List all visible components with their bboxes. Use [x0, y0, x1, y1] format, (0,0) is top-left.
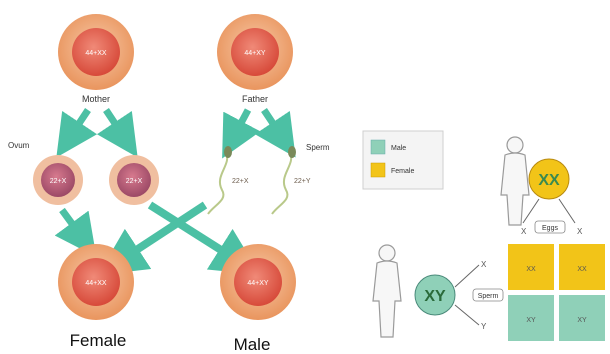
ovum1-genotype: 22+X [50, 178, 67, 185]
grid-text-0-0: XX [526, 266, 536, 273]
sperm1-genotype: 22+X [232, 178, 249, 185]
father-chromosome-cell: XY [414, 274, 456, 316]
punnett-square-diagram: Male Female XX Eggs X X XY X Y Sperm [362, 130, 607, 343]
ovum-1: 22+X [33, 155, 83, 205]
mother-genotype: 44+XX [85, 50, 107, 57]
sperm-connector-bottom [454, 304, 480, 326]
sperm-x-mark: X [481, 260, 487, 269]
legend-male-label: Male [391, 145, 406, 152]
mother-cell: 44+XX [58, 14, 134, 90]
grid-cell-0-0 [506, 242, 556, 292]
egg-connector-left [522, 198, 540, 224]
sperm2-genotype: 22+Y [294, 178, 311, 185]
legend-female-label: Female [391, 168, 414, 175]
arrow-father-sperm2 [254, 108, 296, 158]
female-caption: Female [70, 331, 127, 350]
father-chromosomes: XY [424, 288, 446, 305]
arrow-mother-ovum1 [56, 108, 98, 158]
legend-female-swatch [370, 162, 386, 178]
mother-chromosomes: XX [538, 172, 560, 189]
grid-text-0-1: XX [577, 266, 587, 273]
arrow-father-sperm1 [222, 108, 261, 159]
egg-label-box: Eggs [534, 220, 566, 234]
egg-x-right: X [577, 227, 583, 236]
arrow-ovum1-female [54, 207, 97, 257]
sperm-connector-top [454, 264, 480, 288]
ovum-label: Ovum [8, 141, 30, 150]
sperm-label-right: Sperm [478, 293, 499, 300]
father-cell: 44+XY [217, 14, 293, 90]
sperm-label: Sperm [306, 143, 330, 152]
mother-chromosome-cell: XX [528, 158, 570, 200]
female-child-genotype: 44+XX [85, 280, 107, 287]
sex-inheritance-diagram: 44+XX Mother 44+XY Father Ovum Sperm 22+… [8, 14, 330, 354]
egg-connector-right [558, 198, 576, 224]
father-figure [372, 244, 402, 338]
arrow-ovum2-male [147, 201, 261, 275]
legend-male-swatch [370, 139, 386, 155]
legend: Male Female [362, 130, 444, 190]
male-child-genotype: 44+XY [247, 280, 269, 287]
arrow-sperm1-female [97, 201, 208, 276]
grid-text-1-0: XY [526, 317, 536, 324]
grid-text-1-1: XY [577, 317, 587, 324]
punnett-grid: XX XX XY XY [506, 242, 607, 343]
father-genotype: 44+XY [244, 50, 266, 57]
sperm-y-mark: Y [481, 322, 487, 331]
sperm-1: 22+X [207, 146, 249, 215]
mother-label: Mother [82, 94, 110, 104]
arrow-mother-ovum2 [96, 108, 138, 158]
male-caption: Male [234, 335, 271, 354]
grid-cell-1-1 [557, 293, 607, 343]
sperm-label-box: Sperm [472, 288, 504, 302]
egg-x-left: X [521, 227, 527, 236]
ovum2-genotype: 22+X [126, 178, 143, 185]
ovum-2: 22+X [109, 155, 159, 205]
egg-label: Eggs [542, 225, 558, 232]
father-label: Father [242, 94, 268, 104]
male-child-cell: 44+XY [220, 244, 296, 320]
mother-figure [500, 136, 530, 226]
female-child-cell: 44+XX [58, 244, 134, 320]
sperm-2: 22+Y [271, 146, 311, 215]
grid-cell-1-0 [506, 293, 556, 343]
grid-cell-0-1 [557, 242, 607, 292]
